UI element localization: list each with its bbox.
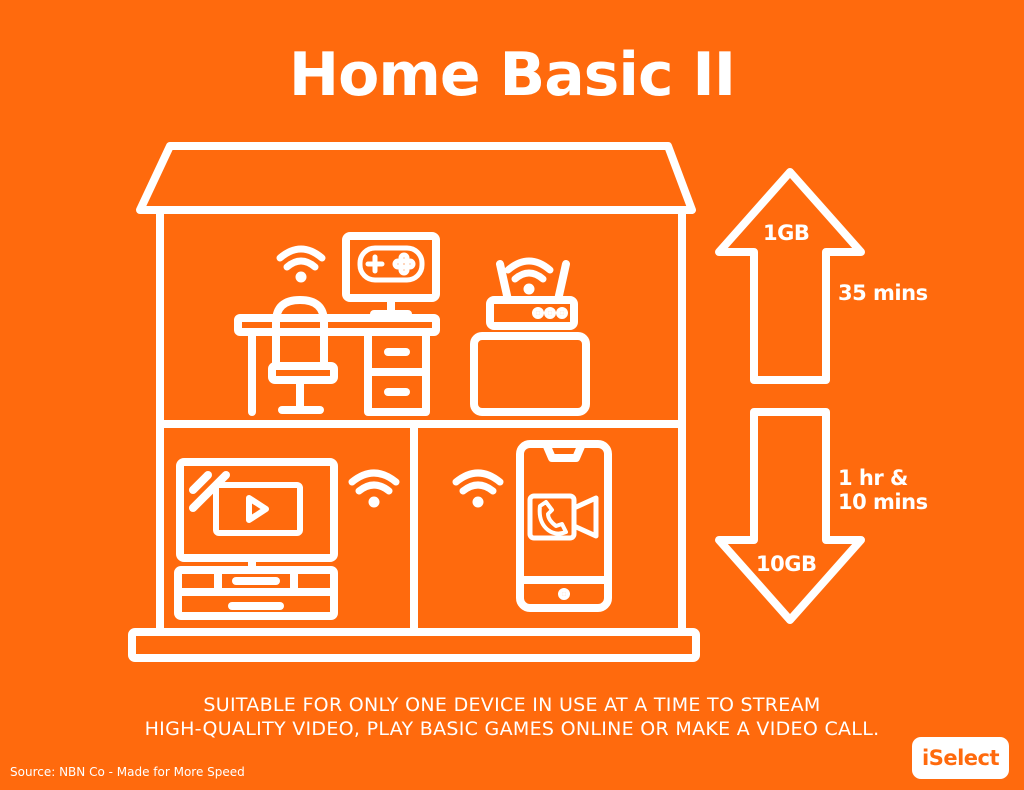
wifi-icon bbox=[452, 469, 504, 508]
page-title: Home Basic II bbox=[288, 40, 736, 110]
wifi-icon bbox=[276, 245, 326, 283]
house-icon bbox=[128, 142, 700, 662]
wifi-icon bbox=[504, 257, 554, 295]
video-call-icon bbox=[527, 493, 599, 541]
smartphone-icon bbox=[516, 440, 612, 612]
download-time-line1: 1 hr & bbox=[838, 466, 908, 490]
arrow-down-icon bbox=[715, 408, 865, 624]
caption-line-2: HIGH-QUALITY VIDEO, PLAY BASIC GAMES ONL… bbox=[144, 718, 880, 740]
caption: SUITABLE FOR ONLY ONE DEVICE IN USE AT A… bbox=[0, 693, 1024, 741]
tv-stand-icon bbox=[174, 566, 338, 620]
caption-line-1: SUITABLE FOR ONLY ONE DEVICE IN USE AT A… bbox=[203, 694, 821, 716]
phone-handset-icon bbox=[537, 500, 568, 536]
wifi-icon bbox=[348, 469, 400, 508]
game-controller-icon bbox=[357, 245, 425, 283]
brand-logo: iSelect bbox=[912, 737, 1009, 779]
play-icon bbox=[213, 482, 303, 536]
desk-icon bbox=[234, 314, 440, 416]
upload-amount-label: 1GB bbox=[763, 221, 810, 245]
source-note: Source: NBN Co - Made for More Speed bbox=[10, 765, 245, 779]
download-amount-label: 10GB bbox=[756, 552, 817, 576]
upload-time-label: 35 mins bbox=[838, 281, 928, 305]
download-time-line2: 10 mins bbox=[838, 490, 928, 514]
office-chair-icon bbox=[268, 296, 338, 414]
router-icon bbox=[470, 260, 590, 416]
arrow-up-icon bbox=[715, 168, 865, 384]
